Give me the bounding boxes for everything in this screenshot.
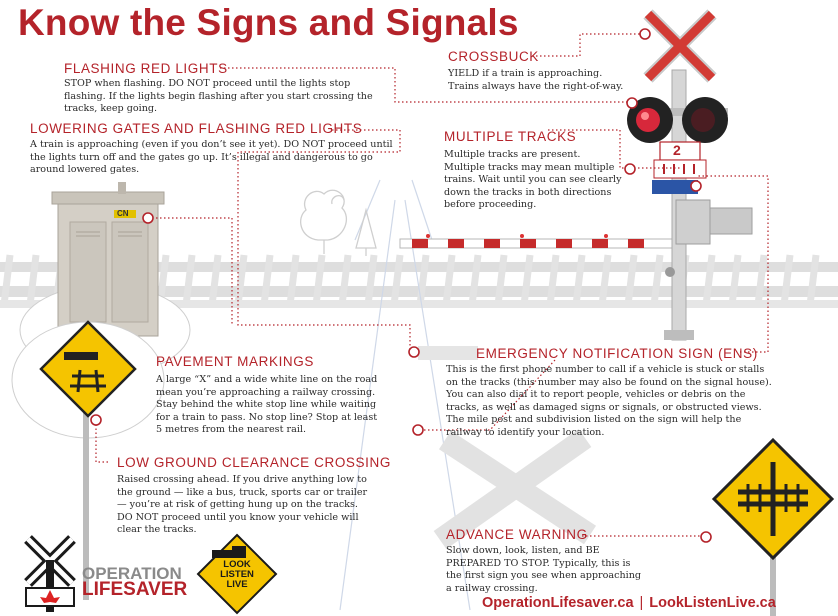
pavement-heading: PAVEMENT MARKINGS	[156, 354, 314, 369]
gates-heading: LOWERING GATES AND FLASHING RED LIGHTS	[30, 121, 363, 136]
connector-lines	[95, 33, 769, 537]
gate-arm	[399, 234, 683, 249]
ol-logo-mark	[24, 535, 76, 612]
footer-link-operationlifesaver[interactable]: OperationLifesaver.ca	[482, 595, 634, 611]
flashing-heading: FLASHING RED LIGHTS	[64, 61, 228, 76]
footer-separator: |	[639, 595, 644, 611]
ground-body: Raised crossing ahead. If you drive anyt…	[117, 474, 368, 536]
crossbuck-body: YIELD if a train is approaching. Trains …	[448, 68, 624, 92]
advance-warning-sign	[711, 437, 835, 616]
pavement-x	[433, 429, 597, 549]
multiple-heading: MULTIPLE TRACKS	[444, 129, 577, 144]
road-lines	[339, 179, 471, 611]
flashing-body: STOP when flashing. DO NOT proceed until…	[64, 78, 373, 115]
logo-line1: OPERATION	[82, 564, 182, 583]
signal-house-label: CN	[117, 209, 129, 218]
connector-dots	[90, 28, 712, 543]
gates-body: A train is approaching (even if you don’…	[30, 139, 393, 176]
logo-line2: LIFESAVER	[82, 579, 188, 600]
trees	[300, 189, 377, 256]
ens-body: This is the first phone number to call i…	[446, 364, 772, 438]
stop-line	[418, 346, 478, 360]
badge-text: LOOK LISTEN LIVE	[210, 560, 264, 590]
page-title: Know the Signs and Signals	[18, 2, 519, 43]
crossbuck-heading: CROSSBUCK	[448, 49, 539, 64]
low-clearance-sign	[11, 320, 165, 600]
pavement-body: A large “X” and a wide white line on the…	[156, 374, 378, 436]
footer: OperationLifesaver.ca | LookListenLive.ca	[482, 595, 776, 611]
ens-heading: EMERGENCY NOTIFICATION SIGN (ENS)	[476, 346, 758, 361]
advance-heading: ADVANCE WARNING	[446, 527, 588, 542]
ground-heading: LOW GROUND CLEARANCE CROSSING	[117, 455, 391, 470]
footer-link-looklistenlive[interactable]: LookListenLive.ca	[649, 595, 776, 611]
signal-mast	[627, 9, 753, 341]
badge-line2: LISTEN	[220, 569, 254, 580]
badge-line1: LOOK	[223, 559, 251, 570]
badge-line3: LIVE	[226, 579, 248, 590]
look-listen-live-badge	[196, 533, 278, 615]
multiple-body: Multiple tracks are present. Multiple tr…	[444, 149, 622, 211]
track-count: 2	[673, 142, 681, 158]
advance-body: Slow down, look, listen, and BE PREPARED…	[446, 545, 642, 594]
